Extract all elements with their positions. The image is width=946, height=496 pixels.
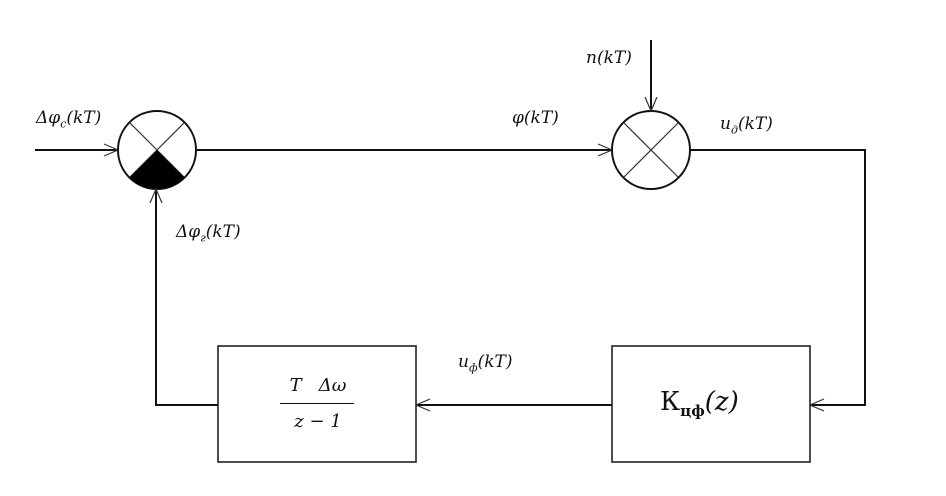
integrator-denominator: z − 1	[294, 411, 342, 432]
comparator-circle-icon	[117, 110, 197, 190]
digital-filter-block	[611, 345, 811, 463]
integrator-fraction-bar	[280, 403, 354, 404]
filter-output-label: uф(kT)	[458, 352, 513, 375]
feedback-signal-label: Δφг(kT)	[176, 222, 241, 245]
noise-signal-label: n(kT)	[586, 48, 632, 68]
multiplier-circle-icon	[611, 110, 691, 190]
integrator-block	[217, 345, 417, 463]
phase-signal-label: φ(kT)	[512, 108, 559, 128]
input-signal-label: Δφс(kT)	[36, 108, 102, 131]
detector-output-label: uд(kT)	[720, 114, 773, 137]
noise-arrow-head	[644, 96, 658, 113]
comparator-negative-sector	[129, 150, 185, 189]
feedback-line	[155, 189, 218, 406]
integrator-numerator: T Δω	[289, 375, 347, 396]
feedback-arrow-head	[149, 187, 163, 204]
digital-filter-label: Кцф(z)	[660, 387, 739, 421]
detector-output-line	[690, 149, 866, 406]
